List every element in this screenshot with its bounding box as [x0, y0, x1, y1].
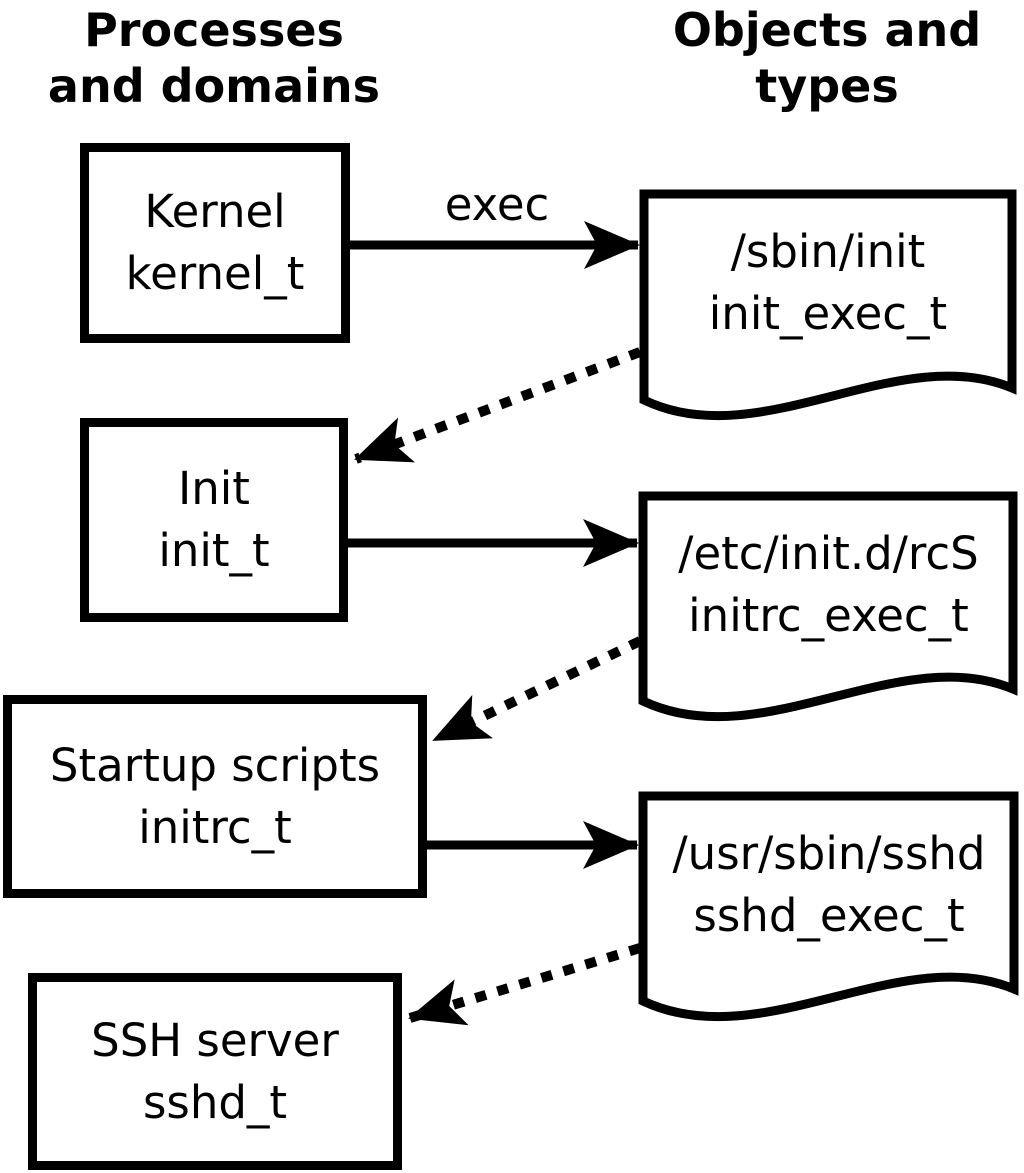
object-file-type: initrc_exec_t: [688, 588, 969, 642]
object-label-sbin-init: /sbin/init init_exec_t: [640, 190, 1016, 402]
object-doc-sbin-init: [639, 189, 1017, 421]
object-label-etc-init-d-rcs: /etc/init.d/rcS initrc_exec_t: [640, 492, 1017, 703]
process-box-init: [80, 418, 348, 622]
process-label-ssh-server: SSH server sshd_t: [28, 973, 402, 1170]
process-boxes: [3, 143, 427, 1170]
column-header-objects: Objects and types: [615, 2, 1024, 114]
process-name: Init: [178, 462, 250, 515]
process-label-init: Init init_t: [80, 418, 348, 622]
object-path: /etc/init.d/rcS: [678, 526, 979, 580]
header-line: and domains: [47, 59, 381, 113]
object-file-type: init_exec_t: [708, 287, 948, 340]
header-line: Processes: [84, 3, 344, 57]
edge-transition-sshd-to-sshserver: [408, 943, 642, 1026]
object-label-usr-sbin-sshd: /usr/sbin/sshd sshd_exec_t: [640, 792, 1018, 1003]
process-name: Kernel: [144, 185, 286, 238]
object-documents: [638, 189, 1019, 1022]
object-file-type: sshd_exec_t: [693, 888, 965, 942]
edge-transition-sbin-init-to-init: [354, 347, 642, 464]
process-name: SSH server: [91, 1013, 339, 1067]
process-label-kernel: Kernel kernel_t: [80, 143, 350, 343]
process-box-kernel: [80, 143, 350, 343]
header-line: Objects and: [672, 3, 982, 57]
edges: [348, 221, 643, 1026]
column-header-processes: Processes and domains: [0, 2, 428, 114]
object-doc-etc-init-d-rcs: [638, 491, 1018, 722]
process-domain-type: init_t: [158, 524, 270, 577]
object-path: /sbin/init: [730, 225, 926, 278]
process-name: Startup scripts: [49, 738, 381, 792]
object-doc-usr-sbin-sshd: [638, 791, 1019, 1022]
process-domain-type: initrc_t: [138, 800, 292, 854]
process-box-ssh-server: [28, 973, 402, 1170]
process-label-startup-scripts: Startup scripts initrc_t: [3, 695, 427, 898]
process-domain-type: sshd_t: [142, 1075, 288, 1129]
process-domain-type: kernel_t: [125, 247, 305, 300]
edge-transition-rcs-to-startup: [431, 636, 643, 745]
header-line: types: [755, 59, 899, 113]
object-path: /usr/sbin/sshd: [672, 826, 986, 880]
edge-label-exec: exec: [444, 177, 550, 231]
process-box-startup-scripts: [3, 695, 427, 898]
